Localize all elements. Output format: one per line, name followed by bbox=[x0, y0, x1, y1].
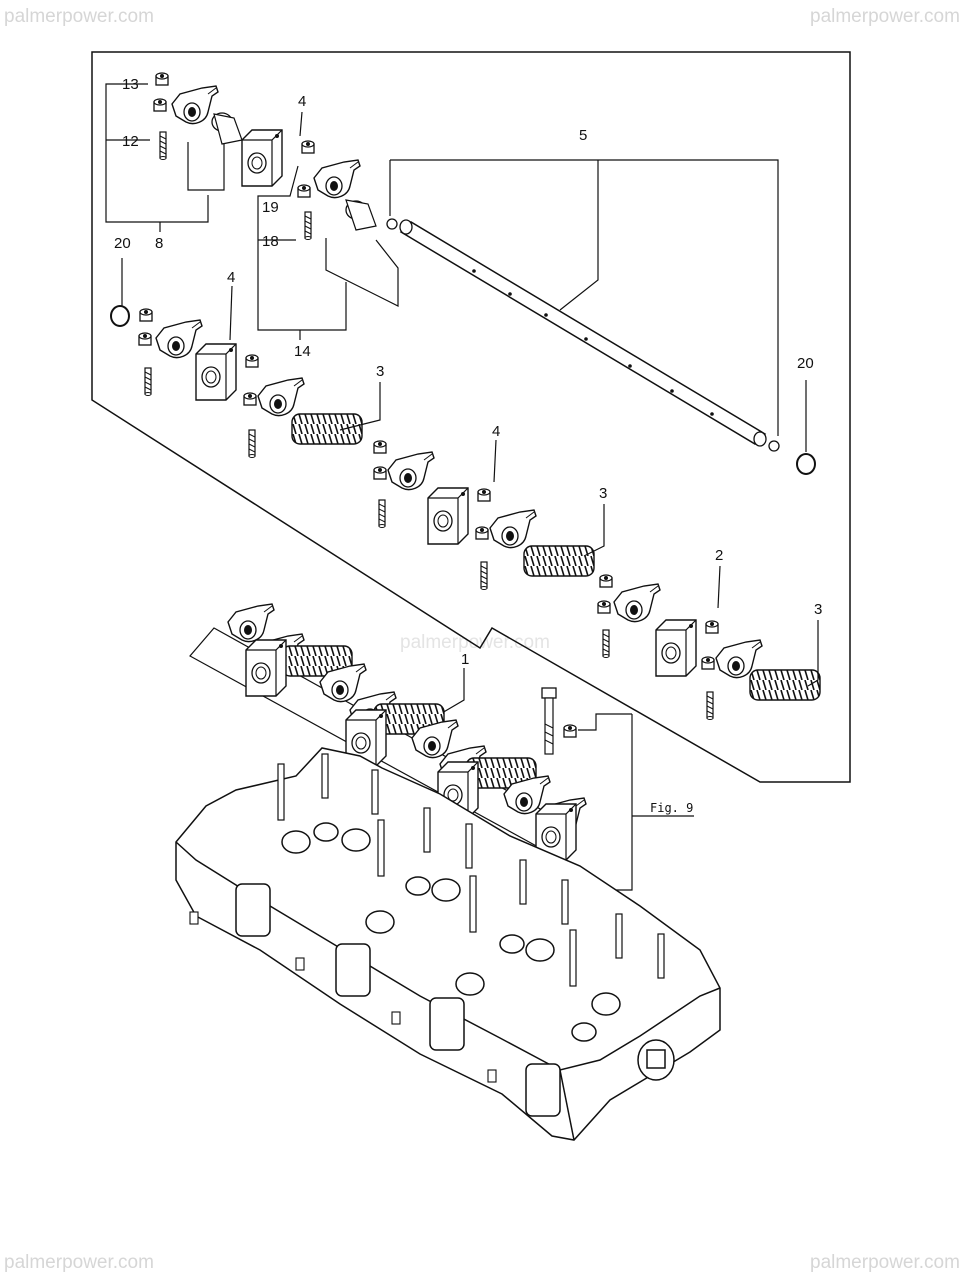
bracket-icon-4a bbox=[241, 129, 283, 187]
callout-leaders bbox=[105, 83, 819, 721]
callout-18: 18 bbox=[262, 233, 279, 250]
watermark-bottom-right: palmerpower.com bbox=[810, 1252, 960, 1273]
callout-12: 12 bbox=[122, 133, 139, 150]
snap-ring-icon-left bbox=[110, 305, 130, 327]
cylinder-head-icon bbox=[175, 747, 721, 1141]
rocker-arm-icon-8 bbox=[153, 72, 243, 161]
rocker-arm-icon-row3a bbox=[373, 440, 435, 529]
callout-13: 13 bbox=[122, 76, 139, 93]
callout-4-mid: 4 bbox=[227, 269, 235, 286]
callout-5: 5 bbox=[579, 127, 587, 144]
callout-20-left: 20 bbox=[114, 235, 131, 252]
spring-icon-3b bbox=[523, 545, 595, 577]
watermark-bottom-left: palmerpower.com bbox=[4, 1252, 154, 1273]
callout-14: 14 bbox=[294, 343, 311, 360]
watermark-top-left: palmerpower.com bbox=[4, 6, 154, 27]
rocker-arm-icon-row4b bbox=[701, 620, 763, 721]
rocker-arm-icon-row2a bbox=[138, 308, 203, 397]
callout-4-low: 4 bbox=[492, 423, 500, 440]
callout-4-top: 4 bbox=[298, 93, 306, 110]
head-bolt-icon bbox=[541, 687, 577, 755]
figure-reference: Fig. 9 bbox=[650, 801, 693, 815]
watermark-top-right: palmerpower.com bbox=[810, 6, 960, 27]
rocker-arm-icon-14 bbox=[297, 140, 377, 241]
callout-20-right: 20 bbox=[797, 355, 814, 372]
bracket-icon-2 bbox=[655, 619, 697, 677]
callout-3-b: 3 bbox=[599, 485, 607, 502]
watermark-center: palmerpower.com bbox=[400, 632, 550, 653]
bracket-icon-4b bbox=[195, 343, 237, 401]
callout-19: 19 bbox=[262, 199, 279, 216]
callout-2: 2 bbox=[715, 547, 723, 564]
spring-icon-3a bbox=[291, 413, 363, 445]
snap-ring-icon-right bbox=[796, 453, 816, 475]
callout-1: 1 bbox=[461, 651, 469, 668]
callout-3-c: 3 bbox=[814, 601, 822, 618]
callout-8: 8 bbox=[155, 235, 163, 252]
callout-3-a: 3 bbox=[376, 363, 384, 380]
callout-numbers: 13 12 8 4 19 18 14 5 20 20 4 3 4 3 2 3 1… bbox=[114, 76, 822, 815]
rocker-assembly-icon bbox=[189, 603, 587, 861]
rocker-shaft-icon bbox=[386, 218, 780, 452]
rocker-arm-icon-row4a bbox=[597, 574, 661, 659]
bracket-icon-4c bbox=[427, 487, 469, 545]
exploded-view-frame bbox=[91, 51, 851, 783]
